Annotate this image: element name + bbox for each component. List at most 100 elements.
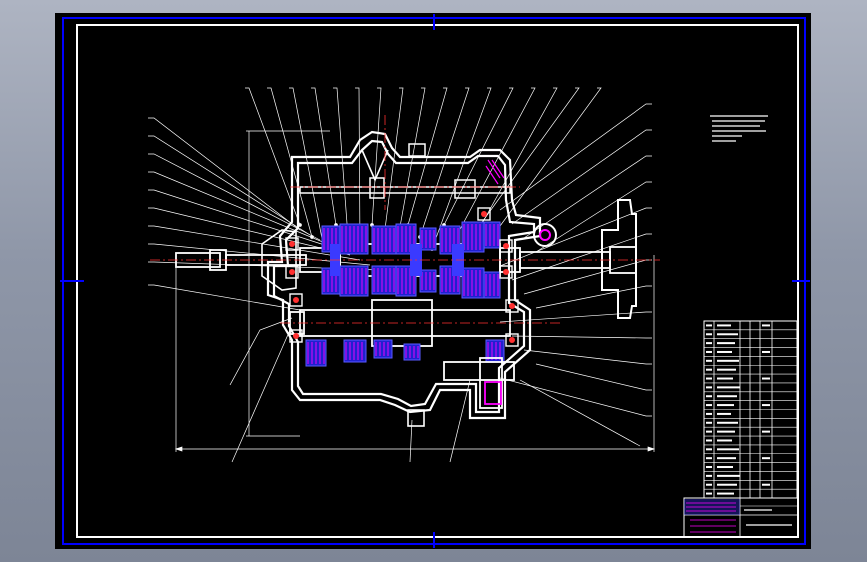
callout-leader-right [511,129,652,225]
callout-leader-top [289,87,325,250]
gear-upper [419,227,437,251]
parts-list-cell-mark [706,377,712,380]
parts-list-cell-mark [706,342,712,345]
parts-list-cell-mark [717,377,733,380]
drawing-frame [60,14,810,548]
parts-list-cell-mark [706,350,712,353]
parts-list-cell-mark [717,457,736,460]
callout-leader-right [511,233,652,281]
counter-shaft-gears [305,339,505,367]
callout-leader-top [355,87,361,250]
parts-list-cell-mark [717,386,740,389]
dimension-lines [174,130,656,452]
bearing-ball [481,211,487,217]
gear-upper [371,225,397,255]
callout-leader-left [148,135,311,236]
callout-leader-right [499,103,652,211]
gear-upper [483,221,501,249]
bearing [289,293,303,307]
bearing-ball [289,241,295,247]
parts-list-cell-mark [762,404,770,407]
parts-list-cell-mark [717,395,737,398]
parts-list-cell-mark [706,359,712,362]
bearing-ball [503,243,509,249]
bearing [505,333,519,347]
parts-list-cell-mark [706,430,712,433]
bearing-ball [503,269,509,275]
callout-leader-top [491,87,602,238]
callout-leader-right [499,377,652,417]
parts-list-cell-mark [717,342,735,345]
parts-list-table [703,320,798,499]
parts-list-cell-mark [706,448,712,451]
callout-leader-right [535,285,652,309]
callout-leader-left [148,207,351,256]
drain-plug [407,409,425,427]
parts-list-cell-mark [706,457,712,460]
parts-list-cell-mark [706,324,712,327]
callout-leader-left [148,225,361,261]
parts-list-cell-mark [717,483,737,486]
parts-list-cell-mark [717,359,739,362]
parts-list-cell-mark [706,395,712,398]
callout-leader-top [431,87,492,250]
parts-list-cell-mark [762,483,770,486]
parts-list-cell-mark [717,350,732,353]
bearing-ball [509,337,515,343]
parts-list-cell-mark [717,474,740,477]
gear-lower [419,269,437,293]
callout-leader-right [535,181,652,253]
callout-leader-left [148,284,301,311]
callout-leader-right [523,349,652,365]
callout-leader-bottom [409,419,413,463]
bearing-ball [293,333,299,339]
callout-leader-left [148,153,321,241]
callout-leader-left [148,243,371,266]
bearing [505,299,519,313]
callout-leader-left [148,261,381,271]
callout-leader-top [479,87,580,226]
callout-leader-bottom [519,379,641,447]
technical-notes [710,115,768,142]
callout-leader-top [407,87,448,226]
callout-leader-top [311,87,337,226]
callout-leader-left [148,117,301,231]
parts-list-cell-mark [706,368,712,371]
bearing [285,237,299,251]
output-flange [601,199,637,319]
callout-leader-top [395,87,426,250]
gear-lower [483,271,501,299]
parts-list-cell-mark [706,474,712,477]
parts-list-cell-mark [762,457,770,460]
countershaft-gear [343,339,367,363]
countershaft-gear [403,343,421,361]
bearing [499,239,513,253]
callout-leader-bottom [231,329,291,463]
parts-list-cell-mark [706,386,712,389]
bearing [289,329,303,343]
parts-list-cell-mark [717,439,732,442]
parts-list-cell-mark [717,333,738,336]
parts-list-cell-mark [717,430,735,433]
callout-leader-right [499,311,652,323]
assembly-drawing-sheet [55,13,811,549]
gearbox-housing [266,130,542,420]
parts-list-cell-mark [762,430,770,433]
parts-list-cell-mark [717,324,731,327]
parts-list-cell-mark [717,412,731,415]
parts-list-cell-mark [762,324,770,327]
parts-list-cell-mark [706,492,712,495]
bearing-ball [509,303,515,309]
parts-list-cell-mark [706,421,712,424]
parts-list-cell-mark [717,492,734,495]
title-block [683,497,799,538]
bearing [285,265,299,279]
speedometer-drive [533,223,557,247]
parts-list-cell-mark [706,466,712,469]
bearing-ball [289,269,295,275]
gear-upper [461,221,485,253]
parts-list-cell-mark [717,421,738,424]
callout-leader-left [148,171,331,246]
countershaft-gear [373,339,393,359]
callout-leader-bottom [449,379,471,463]
